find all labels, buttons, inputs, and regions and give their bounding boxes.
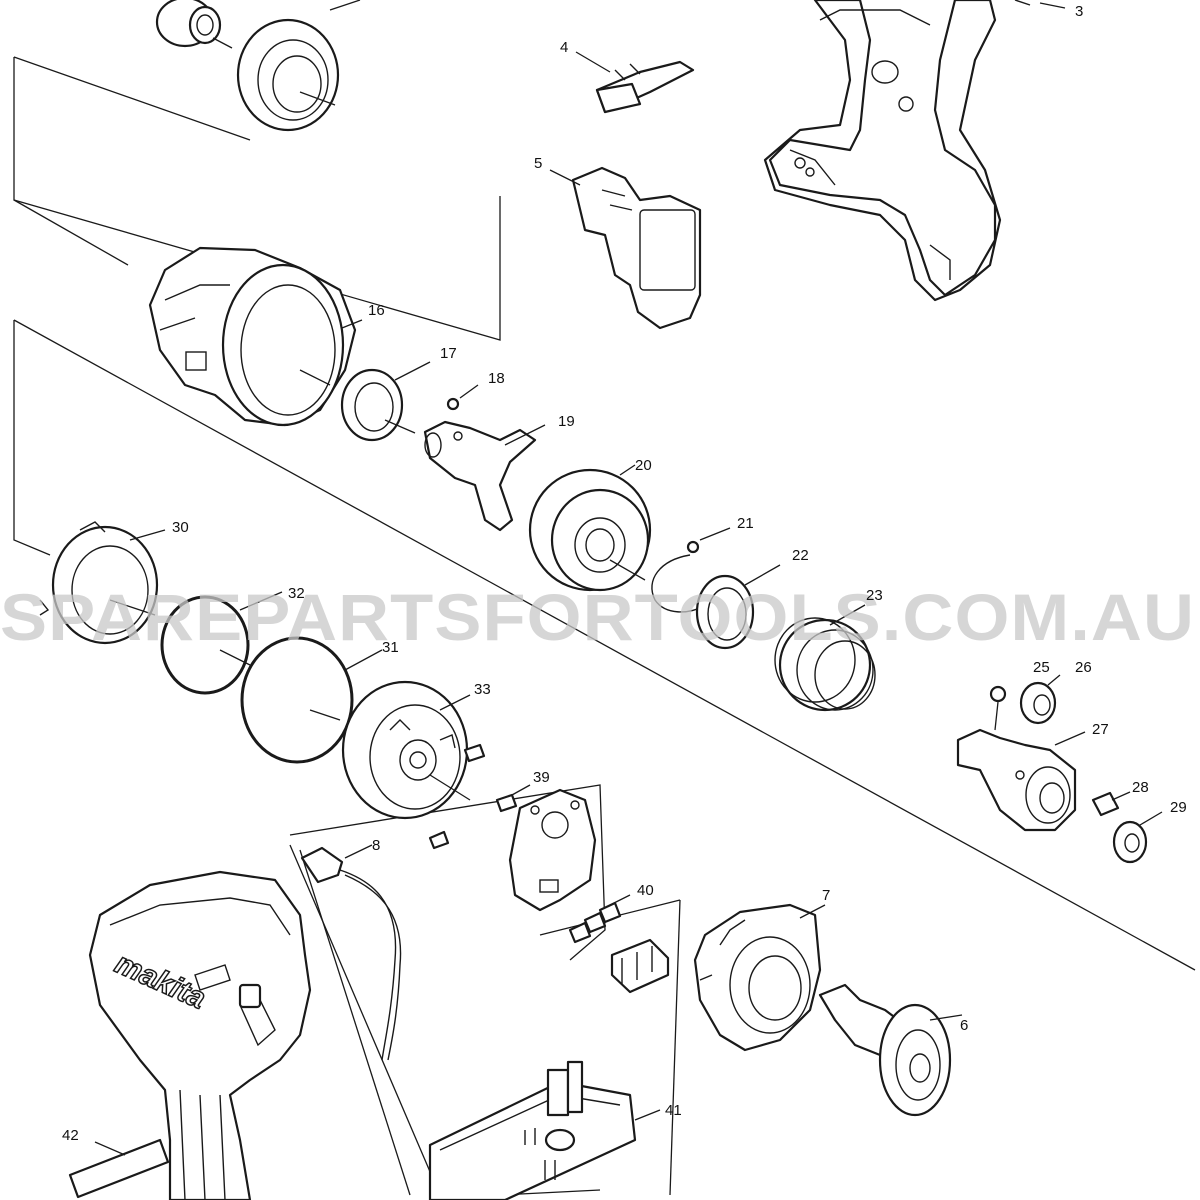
- callout-27: 27: [1092, 721, 1109, 738]
- switch-lever-part: [575, 51, 695, 114]
- callout-22: 22: [792, 547, 809, 564]
- stator-part: [693, 903, 826, 1052]
- callout-17: 17: [440, 345, 457, 362]
- callout-16: 16: [368, 302, 385, 319]
- sensor-plate-part: [508, 788, 597, 912]
- callout-33: 33: [474, 681, 491, 698]
- ring-gear-part: [39, 521, 166, 645]
- wire-harness-part: [300, 844, 402, 1061]
- gear-housing-part: [341, 680, 471, 820]
- spindle-part: [423, 420, 546, 532]
- callout-25: 25: [1033, 659, 1050, 676]
- motor-housing-cover-part: [148, 246, 363, 427]
- callout-labels: 3 4 5 6 7 8 16 17 18 19 20 21 22 23 25 2…: [62, 3, 1187, 1144]
- hammer-part: [528, 464, 652, 592]
- front-ring-part: [236, 0, 361, 132]
- compression-spring-part: [774, 604, 876, 712]
- callout-21: 21: [737, 515, 754, 532]
- callout-20: 20: [635, 457, 652, 474]
- assembly-frame-lines: [13, 56, 1196, 1199]
- motor-screw-set-part: [568, 894, 631, 944]
- callout-3: 3: [1075, 3, 1083, 20]
- small-steel-ball-part: [989, 685, 1007, 731]
- callout-29: 29: [1170, 799, 1187, 816]
- caution-label-part: [68, 1138, 170, 1199]
- anvil-ring-part: [1019, 674, 1061, 725]
- watermark-text: SPAREPARTSFORTOOLS.COM.AU: [0, 580, 1195, 654]
- callout-4: 4: [560, 39, 568, 56]
- controller-board-part: [428, 1060, 661, 1200]
- callout-23: 23: [866, 587, 883, 604]
- handle-housing-part: [763, 0, 1066, 302]
- callout-8: 8: [372, 837, 380, 854]
- callout-7: 7: [822, 887, 830, 904]
- callout-6: 6: [960, 1017, 968, 1034]
- callout-42: 42: [62, 1127, 79, 1144]
- main-housing-part: makita: [88, 870, 312, 1200]
- callout-31: 31: [382, 639, 399, 656]
- steel-ball-part: [446, 384, 479, 411]
- steel-ball-large-part: [651, 527, 731, 613]
- callout-32: 32: [288, 585, 305, 602]
- callout-39: 39: [533, 769, 550, 786]
- terminal-block-part: [610, 938, 670, 994]
- o-ring-large-part: [240, 636, 383, 764]
- anvil-part: [956, 728, 1086, 832]
- rotor-part: [818, 983, 963, 1117]
- callout-5: 5: [534, 155, 542, 172]
- screw-part: [428, 743, 531, 850]
- callout-18: 18: [488, 370, 505, 387]
- trigger-switch-part: [549, 166, 702, 330]
- o-ring-small-part: [160, 591, 283, 695]
- pin-part: [1091, 791, 1131, 817]
- callout-19: 19: [558, 413, 575, 430]
- callout-28: 28: [1132, 779, 1149, 796]
- flat-washer-part: [340, 361, 431, 442]
- bearing-sleeve-part: [155, 0, 233, 49]
- callout-30: 30: [172, 519, 189, 536]
- flat-washer-large-part: [695, 564, 781, 650]
- anvil-washer-part: [1112, 811, 1163, 864]
- callout-41: 41: [665, 1102, 682, 1119]
- callout-26: 26: [1075, 659, 1092, 676]
- callout-40: 40: [637, 882, 654, 899]
